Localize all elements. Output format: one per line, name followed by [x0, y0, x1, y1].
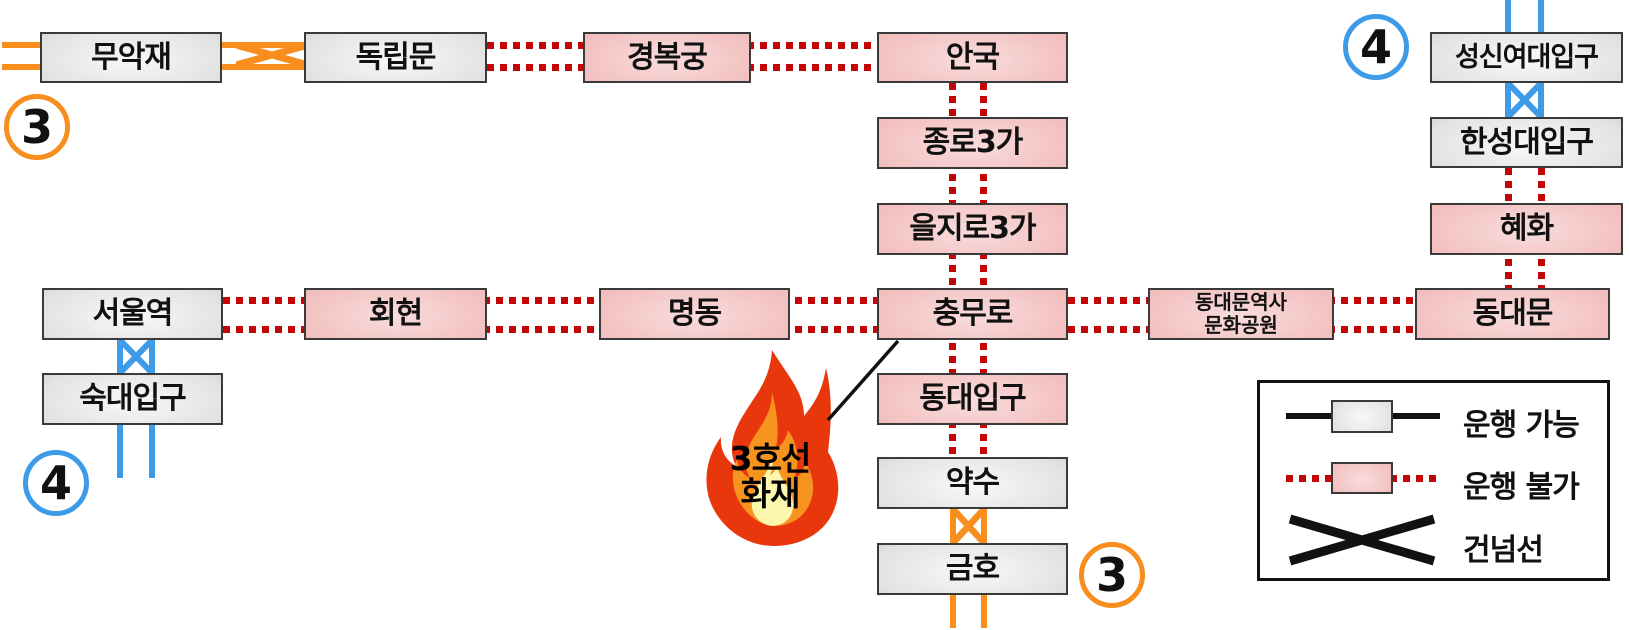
station-seoul-station: 서울역: [42, 288, 223, 340]
station-dongdaemun: 동대문: [1415, 288, 1610, 340]
station-jongno3ga: 종로3가: [877, 117, 1068, 169]
fire-label: 3호선 화재: [695, 439, 845, 513]
station-euljiro3ga: 을지로3가: [877, 203, 1068, 255]
station-name-line1: 동대문역사: [1195, 290, 1287, 314]
station-muakjae: 무악재: [40, 32, 222, 83]
line4-badge: 4: [1343, 14, 1409, 80]
station-hoehyeon: 회현: [304, 288, 487, 340]
legend-crossover-icon: [1288, 514, 1436, 566]
station-geumho: 금호: [877, 543, 1068, 595]
station-chungmuro: 충무로: [877, 288, 1068, 340]
legend-operational-station-swatch: [1331, 400, 1393, 433]
crossover-icon: [950, 509, 987, 543]
legend-crossover-label: 건넘선: [1463, 533, 1544, 568]
station-name-line2: 문화공원: [1204, 313, 1278, 337]
station-gyeongbokgung: 경복궁: [583, 32, 751, 83]
station-hyehwa: 혜화: [1430, 203, 1623, 255]
station-dongdaemun-history-culture-park: 동대문역사 문화공원: [1148, 288, 1334, 340]
blocked-track-segment: [949, 83, 956, 457]
legend-blocked-label: 운행 불가: [1463, 470, 1580, 505]
legend-operational-label: 운행 가능: [1463, 408, 1580, 443]
fire-pointer-line: [826, 339, 900, 422]
blocked-track-segment: [223, 326, 1415, 333]
station-sukdae: 숙대입구: [42, 373, 223, 425]
station-yaksu: 약수: [877, 457, 1068, 509]
station-dongdaeipgu: 동대입구: [877, 373, 1068, 425]
crossover-icon: [236, 41, 308, 69]
line4-badge: 4: [23, 450, 89, 516]
line3-badge: 3: [1079, 542, 1145, 608]
crossover-icon: [1505, 83, 1544, 117]
station-sungshin: 성신여대입구: [1430, 32, 1623, 83]
legend-blocked-station-swatch: [1331, 462, 1393, 494]
station-myeongdong: 명동: [599, 288, 790, 340]
legend: 운행 가능 운행 불가 건넘선: [1257, 380, 1610, 581]
blocked-track-segment: [980, 83, 987, 457]
station-dongnimmun: 독립문: [304, 32, 487, 83]
fire-icon: [706, 350, 839, 546]
fire-label-line1: 3호선: [729, 439, 812, 478]
blocked-track-segment: [223, 297, 1415, 304]
fire-label-line2: 화재: [740, 473, 801, 513]
station-hansung: 한성대입구: [1430, 117, 1623, 168]
crossover-icon: [117, 340, 155, 373]
station-anguk: 안국: [877, 32, 1068, 83]
line3-badge: 3: [4, 94, 70, 160]
